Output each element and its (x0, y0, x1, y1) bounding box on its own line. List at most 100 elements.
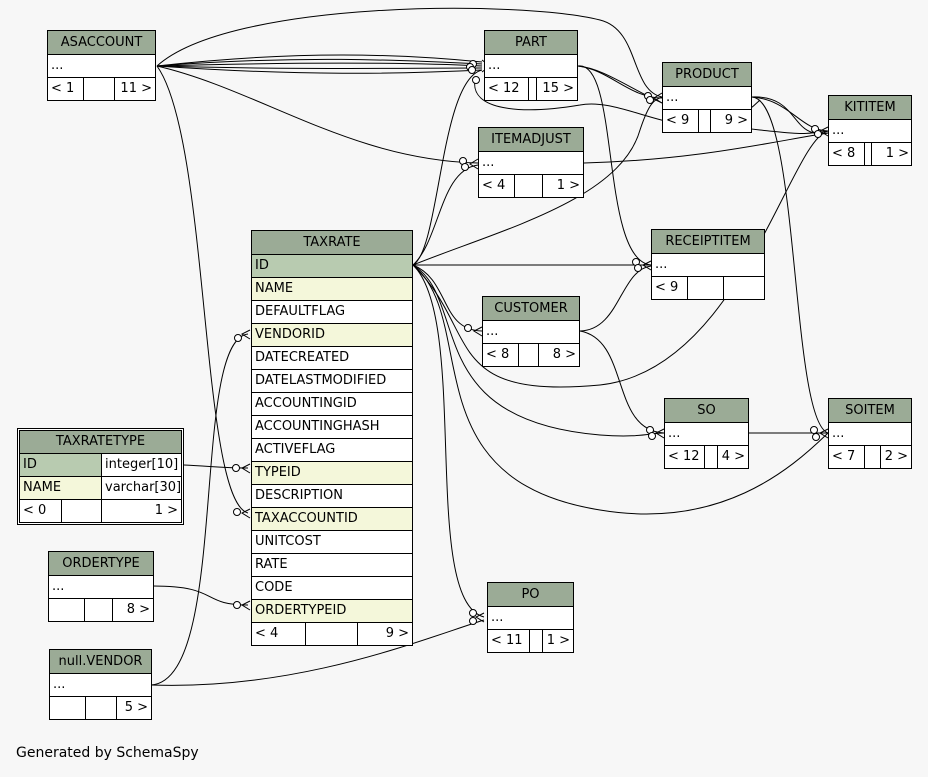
table-footer: < 8 1 > (829, 143, 911, 165)
edge-part-asaccount-5 (156, 54, 483, 67)
children-count: 2 > (884, 449, 908, 464)
column-ordertypeid: ORDERTYPEID (252, 600, 412, 623)
column-typeid: TYPEID (252, 462, 412, 485)
column-unitcost: UNITCOST (252, 531, 412, 554)
column-row: ... (663, 87, 751, 110)
table-title: TAXRATE (252, 231, 412, 255)
children-count: 1 > (556, 178, 580, 193)
column-row: ... (50, 674, 151, 697)
column-row: ... (485, 55, 577, 78)
column-accountinghash: ACCOUNTINGHASH (252, 416, 412, 439)
parents-count: < 4 (479, 175, 515, 197)
table-receiptitem[interactable]: RECEIPTITEM ... < 9 (651, 229, 765, 300)
table-ordertype[interactable]: ORDERTYPE ... 8 > (48, 551, 154, 622)
table-footer: < 0 1 > (20, 500, 181, 522)
edge-part-asaccount (156, 58, 483, 67)
parents-count: < 4 (252, 623, 306, 645)
table-title: PRODUCT (663, 63, 751, 87)
row-count (84, 78, 115, 100)
row-count (865, 143, 872, 165)
edge-kititem-taxrate (412, 130, 829, 388)
edge-typeid-taxratetype (183, 464, 249, 469)
column-code: CODE (252, 577, 412, 600)
table-title: RECEIPTITEM (652, 230, 764, 254)
edge-so-customer (579, 330, 665, 434)
children-count: 1 > (546, 633, 570, 648)
children-count: 1 > (154, 503, 178, 518)
table-kititem[interactable]: KITITEM ... < 8 1 > (828, 95, 912, 166)
table-asaccount[interactable]: ASACCOUNT ... < 1 11 > (47, 30, 156, 101)
parents-count: < 11 (488, 630, 530, 652)
table-title: ASACCOUNT (48, 31, 155, 55)
table-title: null.VENDOR (50, 650, 151, 674)
column-name: ID (20, 454, 102, 476)
row-count (699, 110, 711, 132)
edge-part-asaccount-2 (156, 62, 483, 67)
column-row: NAME varchar[30] (20, 477, 181, 500)
column-row: ... (829, 120, 911, 143)
table-footer: 5 > (50, 697, 151, 719)
children-count: 5 > (124, 700, 148, 715)
column-name: NAME (20, 477, 102, 499)
table-part[interactable]: PART ... < 12 15 > (484, 30, 578, 101)
children-count: 11 > (120, 81, 152, 96)
column-row: ... (665, 423, 748, 446)
column-rate: RATE (252, 554, 412, 577)
table-taxratetype[interactable]: TAXRATETYPE ID integer[10] NAME varchar[… (17, 428, 184, 525)
table-taxrate[interactable]: TAXRATE ID NAME DEFAULTFLAG VENDORID DAT… (251, 230, 413, 646)
parents-count: < 8 (829, 143, 865, 165)
column-defaultflag: DEFAULTFLAG (252, 301, 412, 324)
parents-count: < 9 (652, 277, 688, 299)
column-description: DESCRIPTION (252, 485, 412, 508)
column-row: ... (652, 254, 764, 277)
edge-ordertypeid-ordertype (152, 585, 249, 606)
table-footer: < 12 4 > (665, 446, 748, 468)
parents-count: < 7 (829, 446, 865, 468)
table-soitem[interactable]: SOITEM ... < 7 2 > (828, 398, 912, 469)
table-customer[interactable]: CUSTOMER ... < 8 8 > (482, 296, 580, 367)
edge-vendorid-vendor (150, 333, 249, 686)
children-count (724, 277, 764, 299)
column-row: ... (49, 576, 153, 599)
table-title: ITEMADJUST (479, 128, 583, 152)
edge-taxaccountid-asaccount (156, 65, 249, 514)
edge-receiptitem-customer (579, 265, 652, 332)
table-itemadjust[interactable]: ITEMADJUST ... < 4 1 > (478, 127, 584, 198)
table-footer: < 9 (652, 277, 764, 299)
column-row: ... (488, 607, 573, 630)
table-product[interactable]: PRODUCT ... < 9 9 > (662, 62, 752, 133)
table-footer: < 11 1 > (488, 630, 573, 652)
row-count (688, 277, 724, 299)
children-count: 9 > (385, 626, 409, 641)
row-count (515, 175, 543, 197)
table-title: CUSTOMER (483, 297, 579, 321)
table-so[interactable]: SO ... < 12 4 > (664, 398, 749, 469)
credit-text: Generated by SchemaSpy (16, 745, 199, 761)
table-footer: < 4 9 > (252, 623, 412, 645)
table-title: PO (488, 583, 573, 607)
column-datelastmodified: DATELASTMODIFIED (252, 370, 412, 393)
column-id: ID (252, 255, 412, 278)
column-row: ID integer[10] (20, 454, 181, 477)
row-count (865, 446, 881, 468)
children-count: 4 > (721, 449, 745, 464)
table-footer: < 1 11 > (48, 78, 155, 100)
edge-soitem-product (751, 96, 829, 434)
table-title: PART (485, 31, 577, 55)
edge-part-taxrate (412, 69, 483, 266)
parents-count: < 8 (483, 344, 519, 366)
edge-so-taxrate (412, 264, 665, 437)
parents-count: < 12 (665, 446, 705, 468)
column-datecreated: DATECREATED (252, 347, 412, 370)
edge-kititem-itemadjust (583, 132, 829, 164)
table-vendor[interactable]: null.VENDOR ... 5 > (49, 649, 152, 720)
column-type: varchar[30] (105, 480, 181, 495)
edge-kititem-product (751, 96, 829, 132)
children-count: 8 > (552, 347, 576, 362)
table-po[interactable]: PO ... < 11 1 > (487, 582, 574, 653)
row-count (519, 344, 539, 366)
parents-count: < 0 (20, 500, 62, 522)
table-title: ORDERTYPE (49, 552, 153, 576)
column-vendorid: VENDORID (252, 324, 412, 347)
